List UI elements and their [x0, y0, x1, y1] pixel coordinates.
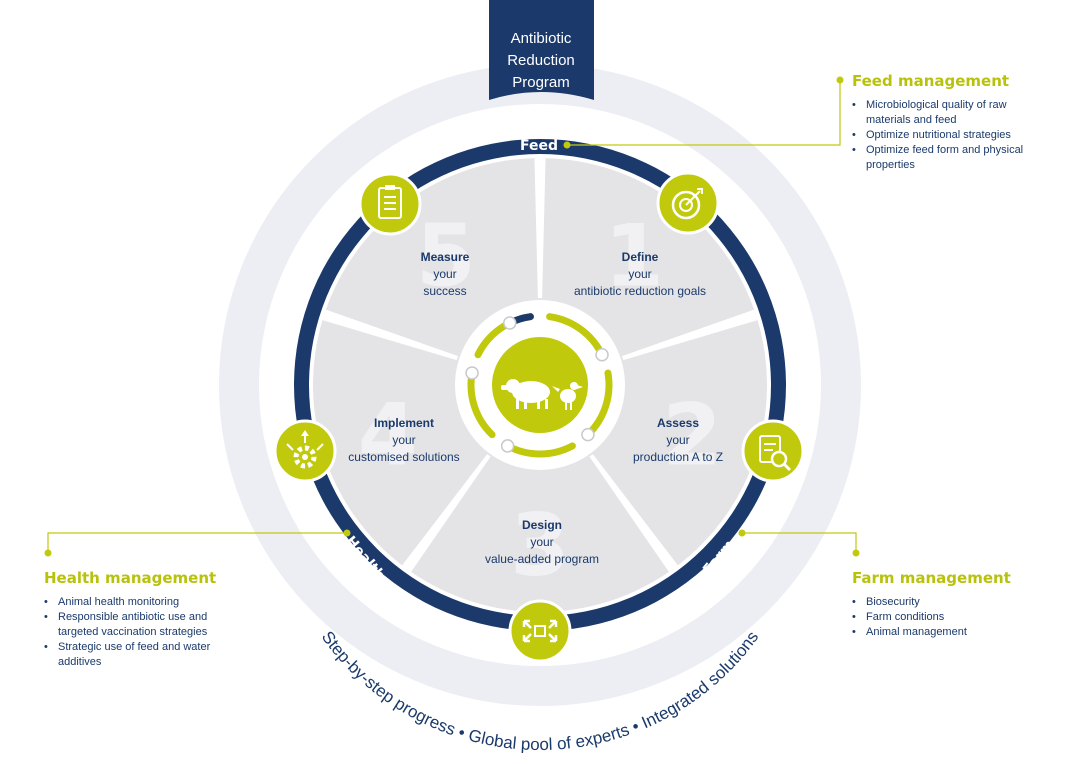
list-item: Animal health monitoring [44, 595, 234, 610]
ring-label-feed: Feed [520, 138, 558, 154]
outer-text-global-pool: Global pool of experts [467, 720, 632, 754]
segment-define: Define your antibiotic reduction goals [560, 249, 720, 300]
segment-define-shape [542, 158, 755, 357]
step-number-measure: 5 [416, 207, 476, 307]
step-number-define: 1 [604, 207, 664, 307]
segment-measure: Measure your success [395, 249, 495, 300]
list-item: Biosecurity [852, 595, 1052, 610]
progress-knob-measure [503, 316, 517, 330]
target-icon [656, 171, 720, 235]
health-management-list: Animal health monitoring Responsible ant… [44, 595, 234, 670]
segment-implement-shape [313, 320, 488, 566]
segment-assess-title: Assess [656, 416, 700, 430]
list-item: Farm conditions [852, 610, 1052, 625]
segment-implement-title: Implement [373, 416, 434, 430]
list-item: Microbiological quality of raw materials… [852, 98, 1052, 128]
progress-arcs [465, 313, 613, 458]
health-management-title: Health management [44, 569, 217, 587]
list-item: Animal management [852, 625, 1052, 640]
segment-implement: Implement your customised solutions [334, 415, 474, 466]
list-item: Strategic use of feed and water additive… [44, 640, 234, 670]
health-connector-dot [343, 529, 351, 537]
feed-management-title: Feed management [852, 72, 1010, 90]
segment-assess-shape [592, 320, 767, 566]
pig-chicken-icon [501, 379, 583, 410]
farm-management-list: Biosecurity Farm conditions Animal manag… [852, 595, 1052, 640]
progress-knob-design [500, 439, 515, 453]
document-search-icon [741, 419, 805, 483]
segment-measure-title: Measure [420, 250, 470, 264]
program-title-tab [489, 0, 594, 100]
segment-design: Design your value-added program [462, 517, 622, 568]
step-number-design: 3 [510, 496, 570, 596]
list-item: Optimize feed form and physical properti… [852, 143, 1052, 173]
program-title: Antibiotic Reduction Program [507, 30, 575, 91]
list-item: Responsible antibiotic use and targeted … [44, 610, 234, 640]
connector-lines [47, 80, 857, 552]
expand-arrows-icon [508, 599, 572, 663]
segment-design-shape [411, 455, 669, 612]
step-number-assess: 2 [662, 385, 722, 485]
segment-design-title: Design [521, 518, 562, 532]
segment-define-title: Define [621, 250, 659, 264]
segments [313, 158, 767, 612]
progress-knob-assess [581, 427, 595, 442]
step-number-implement: 4 [358, 385, 418, 485]
farm-management-title: Farm management [852, 569, 1011, 587]
gear-arrows-icon [273, 419, 337, 483]
list-item: Optimize nutritional strategies [852, 128, 1052, 143]
segment-assess: Assess your production A to Z [618, 415, 738, 466]
farm-connector-dot [738, 529, 746, 537]
feed-management-list: Microbiological quality of raw materials… [852, 98, 1052, 173]
step-numbers: 1 234 5 [358, 207, 722, 596]
progress-knob-define [595, 348, 609, 362]
segment-measure-shape [325, 158, 538, 357]
clipboard-checklist-icon [358, 172, 422, 236]
feed-connector-dot [563, 141, 571, 149]
progress-knob-implement [465, 366, 479, 380]
